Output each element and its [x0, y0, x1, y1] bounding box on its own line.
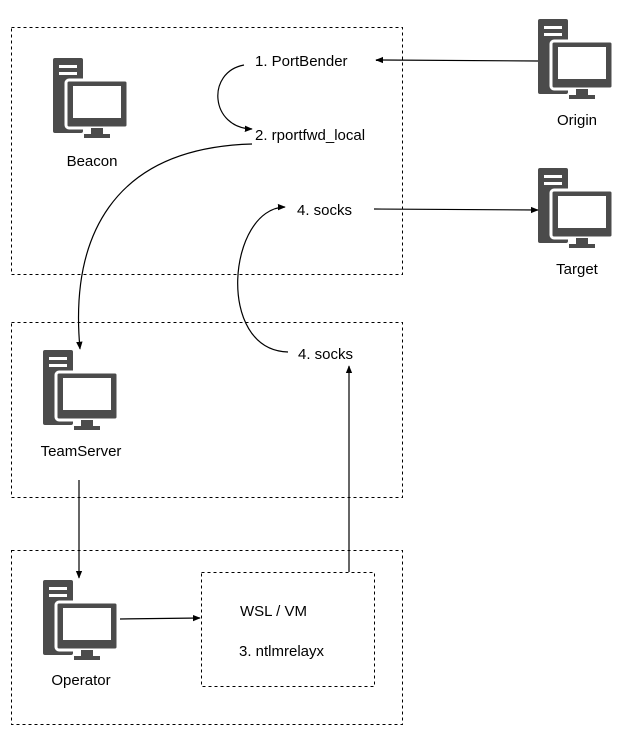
teamserver-box	[11, 322, 403, 498]
target-computer-icon	[536, 166, 615, 250]
wsl-vm-box	[201, 572, 375, 687]
beacon-computer-icon	[51, 56, 130, 140]
step-rportfwd-label: 2. rportfwd_local	[255, 127, 365, 144]
origin-label: Origin	[557, 112, 597, 129]
operator-computer-icon	[41, 578, 120, 662]
arrow-socks-to-target	[373, 206, 539, 214]
teamserver-computer-icon	[41, 348, 120, 432]
step-portbender-label: 1. PortBender	[255, 53, 348, 70]
target-label: Target	[556, 261, 599, 278]
step-socks-teamserver-label: 4. socks	[298, 346, 353, 363]
arrow-socks-tunnel-up	[237, 203, 289, 353]
arrow-operator-to-wsl	[119, 614, 201, 622]
step-socks-beacon-label: 4. socks	[297, 202, 352, 219]
beacon-label: Beacon	[67, 153, 118, 170]
beacon-host-box	[11, 27, 403, 275]
teamserver-label: TeamServer	[41, 443, 122, 460]
wsl-vm-label: WSL / VM	[240, 603, 307, 620]
arrow-portbender-to-rportfwd	[217, 64, 253, 133]
operator-label: Operator	[51, 672, 110, 689]
step-ntlmrelayx-label: 3. ntlmrelayx	[239, 643, 325, 660]
arrow-origin-to-portbender	[375, 56, 539, 64]
arrow-rportfwd-to-teamserver	[76, 143, 253, 350]
origin-computer-icon	[536, 17, 615, 101]
